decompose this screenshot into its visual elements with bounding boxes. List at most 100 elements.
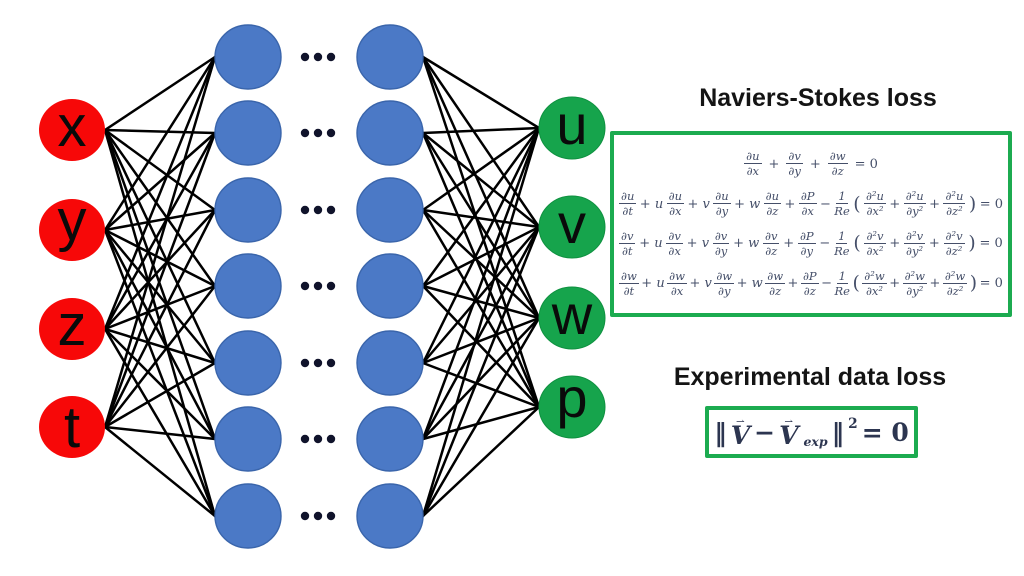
- edge-hidden-output: [421, 361, 541, 409]
- hidden-node: [214, 330, 282, 396]
- edge-hidden-output: [421, 225, 541, 518]
- operator: + u: [641, 276, 665, 292]
- fraction: ∂u∂t: [619, 189, 637, 218]
- operator: +: [889, 236, 901, 252]
- experimental-data-loss-title: Experimental data loss: [673, 363, 947, 391]
- operator: + w: [733, 236, 760, 252]
- fraction: ∂u∂y: [713, 189, 731, 218]
- edge-input-hidden: [103, 131, 217, 232]
- ellipsis-dot: [313, 128, 323, 138]
- edge-hidden-output: [421, 55, 541, 229]
- edge-hidden-output: [421, 208, 541, 229]
- operator: = 0: [979, 196, 1003, 212]
- operator: + w: [736, 276, 763, 292]
- fraction: ∂²u∂z²: [943, 189, 966, 218]
- fraction: ∂v∂z: [763, 229, 780, 258]
- fraction: ∂P∂y: [797, 229, 816, 258]
- operator: ‖: [831, 417, 845, 447]
- operator: + u: [639, 196, 664, 212]
- operator: = 0: [979, 236, 1003, 252]
- subscript: exp: [803, 433, 828, 449]
- operator: (: [853, 193, 861, 215]
- edge-input-hidden: [103, 284, 217, 429]
- operator: +: [928, 236, 940, 252]
- edge-input-hidden: [103, 425, 217, 441]
- fraction: ∂v∂y: [786, 149, 803, 179]
- operator: + w: [734, 196, 761, 212]
- continuity-equation: ∂u∂x+∂v∂y+∂w∂z= 0: [619, 150, 1003, 178]
- edge-input-hidden: [103, 327, 217, 441]
- hidden-node: [214, 177, 282, 243]
- edge-hidden-output: [421, 225, 541, 365]
- hidden-node: [356, 483, 424, 549]
- fraction: ∂P∂z: [800, 269, 819, 298]
- hidden-node: [356, 177, 424, 243]
- ellipsis-dot: [326, 434, 336, 444]
- edge-hidden-output: [421, 316, 541, 518]
- ellipsis-dot: [313, 358, 323, 368]
- vector-symbol: ⇀V: [730, 416, 751, 451]
- edge-input-hidden: [103, 284, 217, 331]
- output-node-label: u: [556, 93, 587, 156]
- operator: −: [819, 196, 831, 212]
- edges: [103, 55, 541, 518]
- ellipsis-dot: [313, 434, 323, 444]
- operator: +: [929, 196, 941, 212]
- ellipsis-dot: [313, 511, 323, 521]
- edge-input-hidden: [103, 131, 217, 331]
- edge-input-hidden: [103, 128, 217, 518]
- operator: +: [809, 156, 821, 172]
- output-node: [538, 286, 606, 350]
- edge-hidden-output: [421, 405, 541, 441]
- ellipsis-dot: [300, 52, 310, 62]
- edge-hidden-output: [421, 126, 541, 212]
- edge-input-hidden: [103, 228, 217, 288]
- edge-hidden-output: [421, 208, 541, 409]
- output-node-label: p: [556, 366, 587, 429]
- edge-input-hidden: [103, 55, 217, 331]
- operator: ): [969, 273, 978, 295]
- fraction: ∂w∂y: [714, 269, 735, 298]
- operator: +: [787, 276, 799, 292]
- operator: + u: [639, 236, 663, 252]
- operator: (: [852, 273, 860, 295]
- fraction: ∂u∂x: [744, 149, 762, 179]
- fraction: ∂²w∂y²: [902, 269, 927, 298]
- operator: = 0: [854, 156, 878, 172]
- fraction: ∂²v∂y²: [904, 229, 926, 258]
- fraction: ∂v∂x: [666, 229, 683, 258]
- fraction: ∂²u∂x²: [863, 189, 886, 218]
- hidden-node: [356, 406, 424, 472]
- edge-hidden-output: [421, 126, 541, 518]
- edge-hidden-output: [421, 126, 541, 441]
- ellipsis-dot: [313, 52, 323, 62]
- operator: + v: [687, 196, 710, 212]
- vector-arrow-icon: ⇀: [784, 416, 794, 429]
- edge-hidden-output: [421, 55, 541, 409]
- navier-stokes-loss-box: ∂u∂x+∂v∂y+∂w∂z= 0 ∂u∂t+ u∂u∂x+ v∂u∂y+ w∂…: [610, 131, 1012, 317]
- input-node-label: z: [58, 293, 87, 358]
- operator: ‖: [714, 417, 727, 447]
- input-node: [39, 298, 105, 360]
- navier-stokes-loss-title: Naviers-Stokes loss: [699, 84, 937, 112]
- operator: +: [889, 276, 901, 292]
- hidden-node: [356, 330, 424, 396]
- fraction: ∂v∂t: [619, 229, 636, 258]
- ellipsis-dot: [313, 205, 323, 215]
- ellipsis-dot: [326, 358, 336, 368]
- input-node: [39, 396, 105, 458]
- edge-hidden-output: [421, 284, 541, 409]
- edge-input-hidden: [103, 131, 217, 429]
- fraction: ∂²v∂x²: [864, 229, 886, 258]
- edge-hidden-output: [421, 131, 541, 409]
- edge-input-hidden: [103, 128, 217, 212]
- hidden-node: [214, 100, 282, 166]
- edge-hidden-output: [421, 208, 541, 320]
- fraction: ∂²w∂z²: [942, 269, 968, 298]
- fraction: ∂v∂y: [712, 229, 730, 258]
